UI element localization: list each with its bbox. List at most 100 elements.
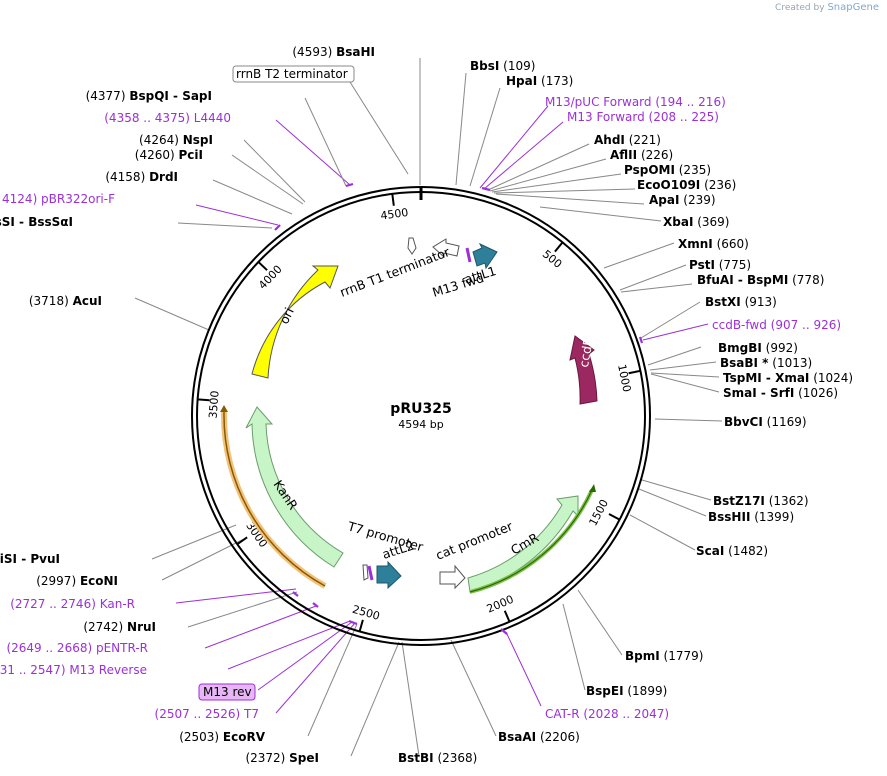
ccdb-feature[interactable] [569, 335, 598, 405]
primer-site-t7 [348, 619, 358, 626]
enzyme-site-label[interactable]: HpaI (173) [506, 74, 573, 88]
enzyme-site-label[interactable]: TspMI - XmaI (1024) [723, 371, 853, 385]
enzyme-site-label[interactable]: BpmI (1779) [625, 649, 703, 663]
enzyme-site-label[interactable]: PstI (775) [689, 258, 751, 272]
tick-mark [257, 261, 268, 271]
enzyme-site-label[interactable]: BstZ17I (1362) [713, 494, 809, 508]
enzyme-site-label[interactable]: BstBI (2368) [398, 751, 477, 765]
enzyme-site-label[interactable]: (2742) NruI [83, 620, 156, 634]
enzyme-site-label[interactable]: (3718) AcuI [29, 294, 102, 308]
primer-sites [274, 182, 644, 635]
tick-label: 1500 [587, 497, 611, 528]
enzyme-site-label[interactable]: EcoO109I (236) [637, 178, 736, 192]
rrnb-t2-feature[interactable] [407, 237, 417, 255]
enzyme-site-label[interactable]: BbvCI (1169) [724, 415, 807, 429]
enzyme-site-label[interactable]: BbsI (109) [470, 59, 535, 73]
enzyme-site-label[interactable]: PspOMI (235) [624, 163, 711, 177]
primer-site-label[interactable]: M13/pUC Forward (194 .. 216) [545, 95, 726, 109]
primer-site-label[interactable]: ccdB-fwd (907 .. 926) [712, 318, 841, 332]
primer-site-label[interactable]: (4358 .. 4375) L4440 [104, 111, 231, 125]
primer-site-label[interactable]: CAT-R (2028 .. 2047) [545, 707, 669, 721]
ori-feature[interactable] [251, 265, 339, 379]
enzyme-site-label[interactable]: XmnI (660) [678, 237, 749, 251]
enzyme-site-label[interactable]: (2372) SpeI [245, 751, 319, 765]
enzyme-site-label[interactable]: (4377) BspQI - SapI [86, 89, 212, 103]
cmr-highlight-line [469, 489, 593, 593]
enzyme-site-label[interactable]: (4260) PciI [135, 148, 203, 162]
tick-mark [391, 193, 395, 206]
tick-label: 2000 [485, 593, 516, 616]
enzyme-site-label[interactable]: BsaAI (2206) [498, 730, 580, 744]
rrnb-t1-feature[interactable] [432, 238, 460, 259]
cmr-highlight-arrow [589, 484, 596, 492]
tick-mark [608, 513, 621, 521]
tick-label: 3500 [207, 390, 222, 419]
primer-site-label[interactable]: (2649 .. 2668) pENTR-R [6, 641, 148, 655]
enzyme-site-label[interactable]: (4158) DrdI [105, 170, 178, 184]
enzyme-site-label[interactable]: (2997) EcoNI [36, 574, 118, 588]
attl2-feature[interactable] [376, 560, 402, 590]
enzyme-site-label[interactable]: ScaI (1482) [696, 544, 768, 558]
primer-site-label[interactable]: (2727 .. 2746) Kan-R [10, 597, 135, 611]
terminator-box [232, 65, 355, 83]
enzyme-site-label[interactable]: (4087) BssSI - BssSαI [0, 215, 73, 229]
enzyme-site-label[interactable]: BspEI (1899) [586, 684, 667, 698]
enzyme-site-label[interactable]: AhdI (221) [594, 133, 661, 147]
m13rev-boxed-label[interactable]: M13 rev [203, 685, 252, 699]
enzyme-site-label[interactable]: (4264) NspI [139, 133, 213, 147]
primer-site-ccdb-fwd [638, 336, 644, 344]
tick-label: 500 [540, 247, 564, 270]
tick-mark [197, 398, 210, 402]
primer-site-kan-r [292, 591, 299, 597]
enzyme-site-label[interactable]: (2503) EcoRV [179, 730, 266, 744]
enzyme-site-label[interactable]: SmaI - SrfI (1026) [723, 386, 838, 400]
tick-mark [236, 536, 248, 546]
m13rev-box [198, 683, 256, 701]
t7-promoter-feature[interactable] [362, 564, 369, 581]
enzyme-site-label[interactable]: ApaI (239) [649, 193, 716, 207]
enzyme-site-label[interactable]: AflII (226) [610, 148, 673, 162]
tick-mark [503, 610, 511, 623]
attl1-feature[interactable] [472, 242, 498, 270]
snapgene-credit: Created by SnapGene [775, 2, 879, 13]
m13fwd-site [465, 247, 472, 263]
tick-mark [554, 241, 564, 253]
plasmid-length: 4594 bp [398, 418, 443, 431]
site-labels: (4593) BsaHI BbsI (109)HpaI (173) AhdI (22… [0, 45, 853, 765]
tick-label: 2500 [351, 603, 381, 623]
kanr-highlight-line [223, 411, 326, 587]
primer-site-m13-forward [481, 186, 491, 192]
plasmid-name: pRU325 [390, 401, 451, 417]
leader-lines [134, 58, 723, 757]
primer-site-pbr322ori-f [274, 224, 281, 231]
primer-site-label[interactable]: M13 Forward (208 .. 225) [567, 110, 719, 124]
ori-label: ori [276, 305, 297, 326]
enzyme-site-label[interactable]: BssHII (1399) [708, 510, 794, 524]
primer-site-cat-r [500, 628, 508, 635]
enzyme-site-label[interactable]: BfuAI - BspMI (778) [697, 273, 824, 287]
enzyme-site-label[interactable]: (3085) AsiSI - PvuI [0, 552, 60, 566]
enzyme-site-label[interactable]: BstXI (913) [705, 295, 777, 309]
primer-site-l4440 [345, 182, 354, 188]
enzyme-site-label[interactable]: (4593) BsaHI [292, 45, 375, 59]
enzyme-site-label[interactable]: BmgBI (992) [718, 341, 798, 355]
ccdb-label: ccdB [576, 336, 596, 368]
primer-site-label[interactable]: (2531 .. 2547) M13 Reverse [0, 663, 147, 677]
enzyme-site-label[interactable]: XbaI (369) [663, 215, 730, 229]
kanr-feature[interactable] [245, 406, 344, 568]
tick-mark [628, 369, 641, 375]
terminator-boxed-label[interactable]: rrnB T2 terminator [236, 67, 348, 81]
tick-label: 1000 [615, 363, 633, 393]
primer-site-label[interactable]: (4105 .. 4124) pBR322ori-F [0, 192, 115, 206]
enzyme-site-label[interactable]: BsaBI * (1013) [720, 356, 812, 370]
primer-site-pentr-r [312, 602, 319, 608]
primer-site-label[interactable]: (2507 .. 2526) T7 [155, 707, 259, 721]
snapgene-logo: SnapGene [827, 2, 879, 13]
credit-text: Created by [775, 3, 825, 13]
tick-label: 4500 [380, 206, 409, 222]
tick-label: 4000 [256, 263, 285, 292]
cat-promoter-feature[interactable] [439, 564, 466, 590]
tick-mark [358, 619, 364, 632]
cat-promoter-label: cat promoter [434, 518, 516, 563]
